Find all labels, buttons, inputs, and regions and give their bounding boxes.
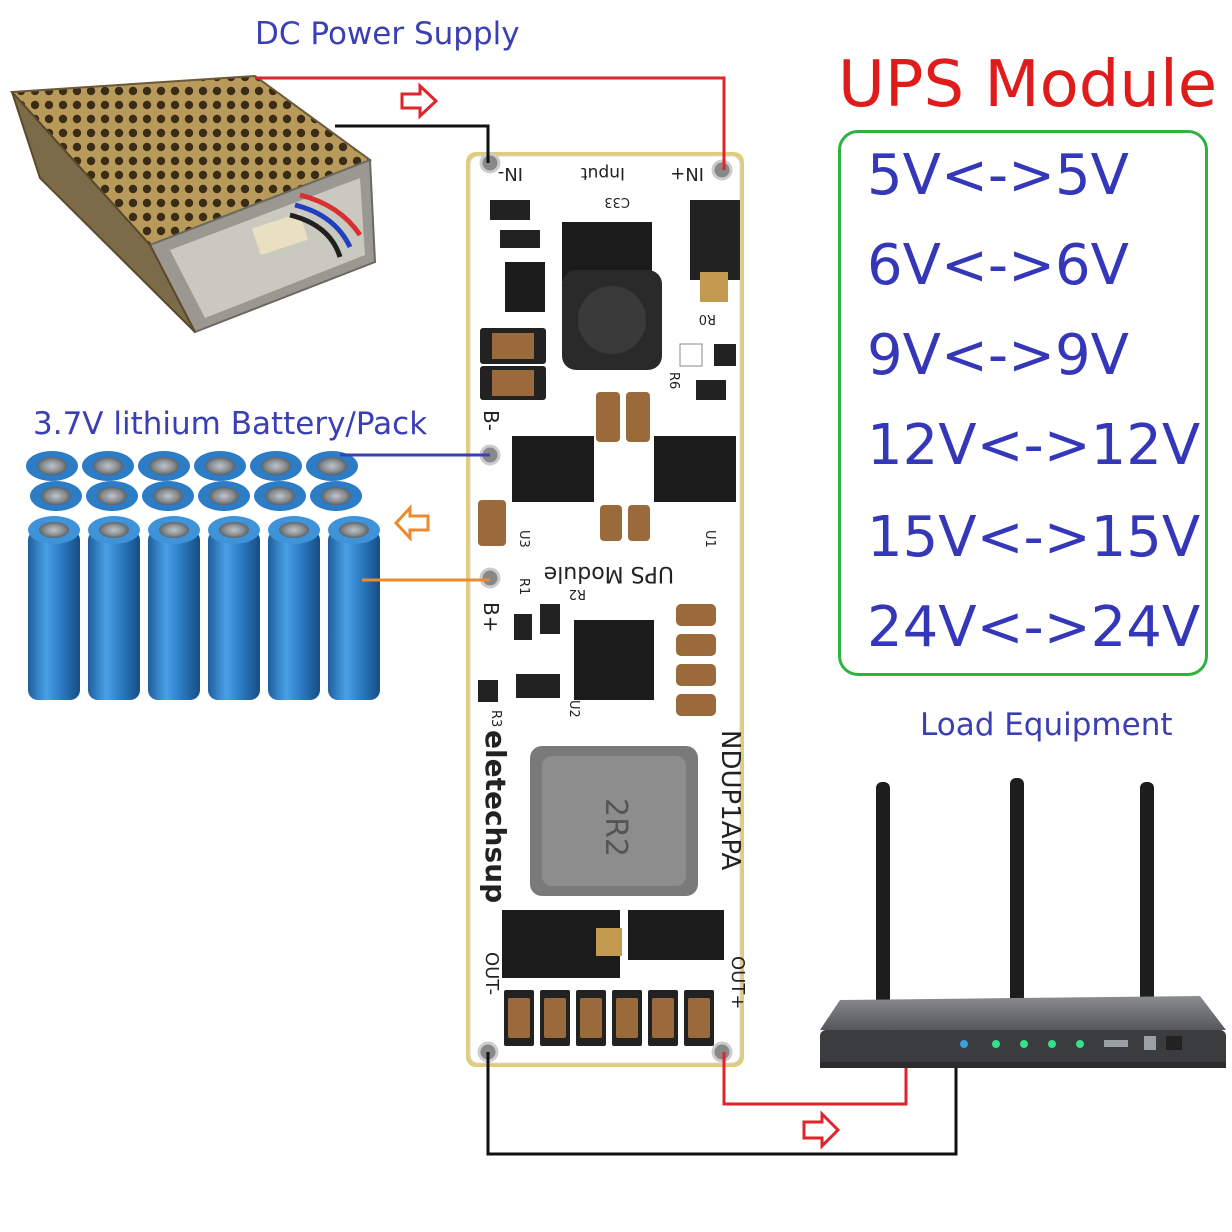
silk-model: NDUP1APA (715, 730, 745, 871)
battery-label: 3.7V lithium Battery/Pack (33, 406, 428, 442)
battery-cell-top (138, 451, 190, 481)
battery-cell-top (194, 451, 246, 481)
silk-u2: U2 (566, 700, 581, 718)
ups-board-image: IN- Input IN+ B- B+ UPS Module U1 U2 U3 … (466, 152, 748, 1067)
silk-r3: R3 (488, 710, 503, 727)
battery-cell-top (310, 481, 362, 511)
voltage-option: 24V<->24V (867, 595, 1201, 660)
arrow-output-icon (802, 1110, 841, 1150)
output-capacitor (684, 990, 714, 1046)
voltage-option: 9V<->9V (867, 323, 1129, 388)
wire-output-negative (486, 1052, 958, 1156)
wire-input-negative (335, 124, 490, 163)
battery-cell-top (86, 481, 138, 511)
silk-brand: eletechsup (479, 730, 512, 903)
silk-input: Input (581, 163, 625, 183)
router-led-icon (1076, 1040, 1084, 1048)
battery-cell-top (142, 481, 194, 511)
output-capacitor (540, 990, 570, 1046)
voltage-option: 12V<->12V (867, 413, 1201, 478)
silk-out-plus: OUT+ (727, 956, 748, 1009)
router-led-icon (1048, 1040, 1056, 1048)
power-supply-label: DC Power Supply (255, 16, 520, 52)
silk-in-plus: IN+ (670, 163, 704, 184)
silk-in-minus: IN- (498, 163, 523, 184)
battery-cell (28, 516, 80, 700)
silk-c33: C33 (604, 194, 630, 209)
battery-cell (268, 516, 320, 700)
battery-cell (328, 516, 380, 700)
wire-input-positive (255, 76, 726, 170)
battery-cell (88, 516, 140, 700)
power-supply-image (9, 74, 377, 334)
silk-u3: U3 (516, 530, 531, 548)
output-capacitor (648, 990, 678, 1046)
arrow-input-icon (400, 82, 439, 120)
voltage-option: 5V<->5V (867, 143, 1129, 208)
output-capacitor (504, 990, 534, 1046)
silk-r2: R2 (569, 586, 586, 601)
router-led-icon (1020, 1040, 1028, 1048)
silk-b-plus: B+ (479, 602, 503, 632)
router-image (820, 778, 1226, 1068)
wiring (255, 76, 958, 1156)
silk-r1: R1 (516, 578, 531, 595)
ups-module-title: UPS Module (838, 48, 1218, 122)
silk-u1: U1 (702, 530, 717, 548)
battery-cell-top (306, 451, 358, 481)
silk-out-minus: OUT- (481, 952, 502, 995)
battery-cell-top (30, 481, 82, 511)
battery-cell (208, 516, 260, 700)
battery-cell-top (198, 481, 250, 511)
output-capacitor (612, 990, 642, 1046)
voltage-options-box: 5V<->5V 6V<->6V 9V<->9V 12V<->12V 15V<->… (838, 130, 1208, 676)
silk-r6: R6 (666, 372, 681, 389)
silk-ups-module: UPS Module (544, 561, 674, 586)
silk-r0: R0 (699, 311, 716, 326)
battery-cell-top (254, 481, 306, 511)
load-equipment-label: Load Equipment (920, 707, 1173, 743)
voltage-option: 15V<->15V (867, 505, 1201, 570)
battery-pack-image (26, 451, 380, 700)
arrow-battery-icon (393, 504, 430, 542)
output-capacitor (576, 990, 606, 1046)
silk-b-minus: B- (479, 410, 503, 431)
voltage-option: 6V<->6V (867, 233, 1129, 298)
battery-cell-top (250, 451, 302, 481)
wire-output-positive (722, 1052, 908, 1106)
router-led-icon (992, 1040, 1000, 1048)
battery-cell-top (82, 451, 134, 481)
inductor-marking: 2R2 (598, 798, 633, 857)
battery-cell (148, 516, 200, 700)
battery-cell-top (26, 451, 78, 481)
